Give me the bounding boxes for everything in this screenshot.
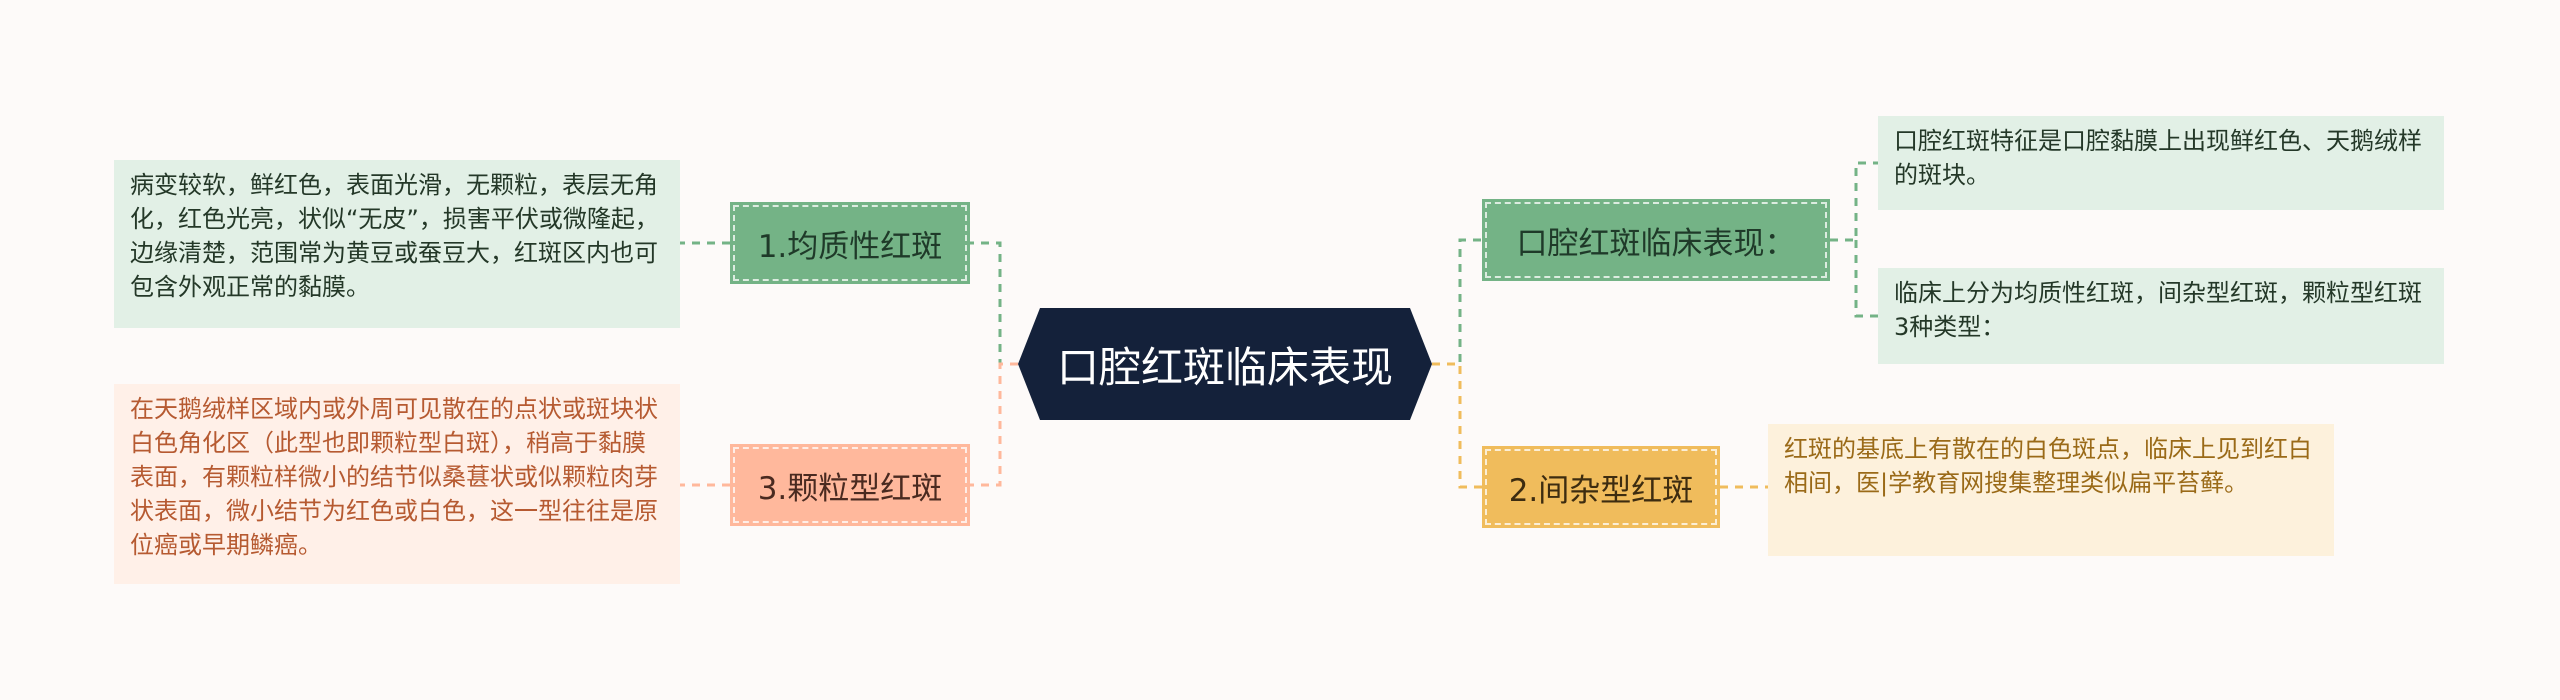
branch-homogeneous-label: 1.均质性红斑 [757,228,943,265]
leaf-clinical-feature-1[interactable]: 口腔红斑特征是口腔黏膜上出现鲜红色、天鹅绒样的斑块。 [1878,116,2444,210]
leaf-granular-description[interactable]: 在天鹅绒样区域内或外周可见散在的点状或斑块状白色角化区（此型也即颗粒型白斑），稍… [114,384,680,584]
leaf-clinical-feature-2-text: 临床上分为均质性红斑，间杂型红斑，颗粒型红斑3种类型： [1894,279,2422,341]
link-branch-features-to-leaves [1830,161,1878,318]
central-topic-label: 口腔红斑临床表现 [1056,342,1393,392]
branch-speckled-label: 2.间杂型红斑 [1508,472,1694,509]
branch-speckled-erythroplakia[interactable]: 2.间杂型红斑 [1482,446,1720,528]
leaf-speckled-description[interactable]: 红斑的基底上有散在的白色斑点，临床上见到红白相间，医|学教育网搜集整理类似扁平苔… [1768,424,2334,556]
link-center-to-branch-features [1432,238,1482,366]
link-center-to-branch-2 [1432,362,1482,489]
link-center-to-branch-3 [970,362,1018,487]
leaf-speckled-text: 红斑的基底上有散在的白色斑点，临床上见到红白相间，医|学教育网搜集整理类似扁平苔… [1784,435,2312,497]
branch-clinical-features-label: 口腔红斑临床表现： [1516,225,1796,262]
leaf-granular-text: 在天鹅绒样区域内或外周可见散在的点状或斑块状白色角化区（此型也即颗粒型白斑），稍… [130,395,658,559]
branch-granular-label: 3.颗粒型红斑 [757,470,943,507]
leaf-clinical-feature-1-text: 口腔红斑特征是口腔黏膜上出现鲜红色、天鹅绒样的斑块。 [1894,127,2422,189]
branch-granular-erythroplakia[interactable]: 3.颗粒型红斑 [730,444,970,526]
link-center-to-branch-1 [970,241,1018,366]
leaf-homogeneous-text: 病变较软，鲜红色，表面光滑，无颗粒，表层无角化，红色光亮，状似“无皮”，损害平伏… [130,171,659,301]
leaf-clinical-feature-2[interactable]: 临床上分为均质性红斑，间杂型红斑，颗粒型红斑3种类型： [1878,268,2444,364]
leaf-homogeneous-description[interactable]: 病变较软，鲜红色，表面光滑，无颗粒，表层无角化，红色光亮，状似“无皮”，损害平伏… [114,160,680,328]
central-topic[interactable]: 口腔红斑临床表现 [1018,308,1432,420]
branch-homogeneous-erythroplakia[interactable]: 1.均质性红斑 [730,202,970,284]
branch-clinical-features[interactable]: 口腔红斑临床表现： [1482,199,1830,281]
